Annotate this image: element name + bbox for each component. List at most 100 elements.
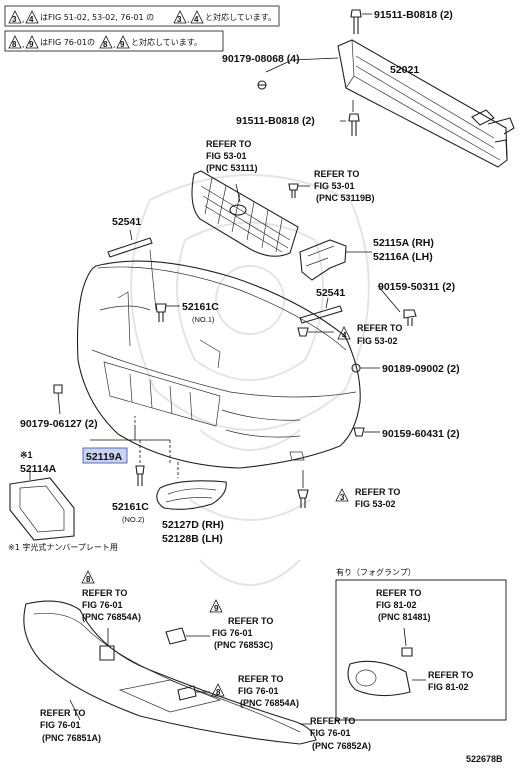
molding-52541-right-drawing [299,297,343,324]
label-52128b: 52128B (LH) [162,533,223,545]
label-90179-08068: 90179-08068 (4) [222,53,300,65]
label-52021: 52021 [390,64,419,76]
ref-81-02-line1: REFER TO [428,670,473,680]
note-text: はFIG 51-02, 53-02, 76-01 の [40,13,154,22]
lower-spoiler-drawing [23,600,317,745]
screw-90159-60431-drawing [353,427,380,437]
ref-53111-line3: (PNC 53111) [206,163,258,173]
label-90189-09002: 90189-09002 (2) [382,363,460,375]
fog-lamp-inset [335,579,507,721]
clip-52161c-no2-drawing [135,440,145,486]
ref-76854a-a-line2: FIG 76-01 [82,600,123,610]
svg-text:,: , [113,40,116,49]
ref-81481-line1: REFER TO [376,588,421,598]
label-52161c-no1: 52161C [182,301,219,313]
ref-76854a-b-line1: REFER TO [238,674,283,684]
note-tri: 3 [177,15,182,24]
ref-53119b-line1: REFER TO [314,169,359,179]
label-52114a: 52114A [20,463,57,475]
svg-text:,: , [187,15,190,24]
screw-ref3-drawing [297,470,309,508]
clip-ref4-drawing [297,327,334,337]
ref-76854a-b-line2: FIG 76-01 [238,686,279,696]
clip-53119b-drawing [288,183,310,198]
label-52127d: 52127D (RH) [162,519,224,531]
label-star1: ※1 [20,450,33,460]
diagram-id: 522678B [466,754,503,764]
clip-90179-06127-drawing [53,384,63,415]
ref-76853c-line3: (PNC 76853C) [214,640,273,650]
label-90159-60431: 90159-60431 (2) [382,428,460,440]
ref-tri-8b: 8 [216,688,221,697]
note-tri: 9 [120,40,125,49]
ref-76852a-line3: (PNC 76852A) [312,741,371,751]
screw-90159-50311-drawing [377,285,417,326]
label-no1: (NO.1) [192,315,215,324]
note-suffix: と対応しています。 [131,37,202,47]
label-52119a[interactable]: 52119A [86,451,123,463]
clip-52161c-no1-drawing [155,303,180,322]
ref-76852a-line1: REFER TO [310,716,355,726]
label-no2: (NO.2) [122,515,145,524]
ref-fig53-02-b-line1: REFER TO [355,487,400,497]
label-91511-b0818-bottom: 91511-B0818 (2) [236,115,315,127]
ref-76854a-a-line1: REFER TO [82,588,127,598]
nut-90189-09002-drawing [351,363,380,373]
leader-52119a [90,416,171,464]
ref-76851a-line3: (PNC 76851A) [42,733,101,743]
svg-text:,: , [22,15,25,24]
lower-grille-52127d-drawing [156,462,227,510]
header-note-1: 3 , 4 はFIG 51-02, 53-02, 76-01 の 3 , 4 と… [4,5,280,27]
note-tri: 4 [194,15,199,24]
ref-81481-line3: (PNC 81481) [378,612,431,622]
ref-fig53-02-a-line2: FIG 53-02 [357,336,398,346]
ref-76853c-line2: FIG 76-01 [212,628,253,638]
reinforcement-52021-drawing [337,39,515,168]
bolt-91511-top-drawing [350,9,372,34]
ref-76851a-line2: FIG 76-01 [40,720,81,730]
ref-81481-line2: FIG 81-02 [376,600,417,610]
ref-76854a-a-line3: (PNC 76854A) [82,612,141,622]
watermark-crest [130,174,370,586]
note-suffix: と対応しています。 [205,12,276,22]
license-bracket-52114a-drawing [9,470,75,541]
ref-53119b-line2: FIG 53-01 [314,181,355,191]
ref-76851a-line1: REFER TO [40,708,85,718]
label-52541-left: 52541 [112,216,141,228]
ref-76854a-b-line3: (PNC 76854A) [240,698,299,708]
clip-90179-08068-drawing [257,57,339,90]
ref-53119b-line3: (PNC 53119B) [316,193,375,203]
note-text: はFIG 76-01の [40,38,95,47]
ref-tri-9: 9 [214,604,219,613]
grille-drawing [191,170,299,257]
ref-tri-3: 3 [340,493,345,502]
header-note-2: 8 , 9 はFIG 76-01の 8 , 9 と対応しています。 [4,30,224,52]
note-tri: 3 [12,15,17,24]
ref-81-02-line2: FIG 81-02 [428,682,469,692]
ref-fig53-02-b-line2: FIG 53-02 [355,499,396,509]
fog-title: 有り（フォグランプ） [336,567,416,577]
label-90159-50311: 90159-50311 (2) [378,281,455,293]
note-tri: 4 [29,15,34,24]
svg-text:,: , [22,40,25,49]
ref-76853c-line1: REFER TO [228,616,273,626]
highlight-52119a [82,447,128,464]
label-52116a: 52116A (LH) [373,251,433,263]
molding-52541-left-drawing [107,229,153,258]
label-52541-right: 52541 [316,287,345,299]
note-tri: 9 [29,40,34,49]
bracket-52115a-drawing [299,239,372,281]
ref-fig53-02-a-line1: REFER TO [357,323,402,333]
label-52115a: 52115A (RH) [373,237,434,249]
note-tri: 8 [103,40,108,49]
label-90179-06127: 90179-06127 (2) [20,418,98,430]
ref-tri-8a: 8 [86,575,91,584]
label-52161c-no2: 52161C [112,501,149,513]
bumper-cover-drawing [76,249,361,469]
bolt-91511-bottom-drawing [340,100,360,136]
ref-53111-line1: REFER TO [206,139,251,149]
label-91511-b0818-top: 91511-B0818 (2) [374,9,453,21]
ref-53111-line2: FIG 53-01 [206,151,247,161]
footnote: ※1 字光式ナンバープレート用 [8,542,118,552]
